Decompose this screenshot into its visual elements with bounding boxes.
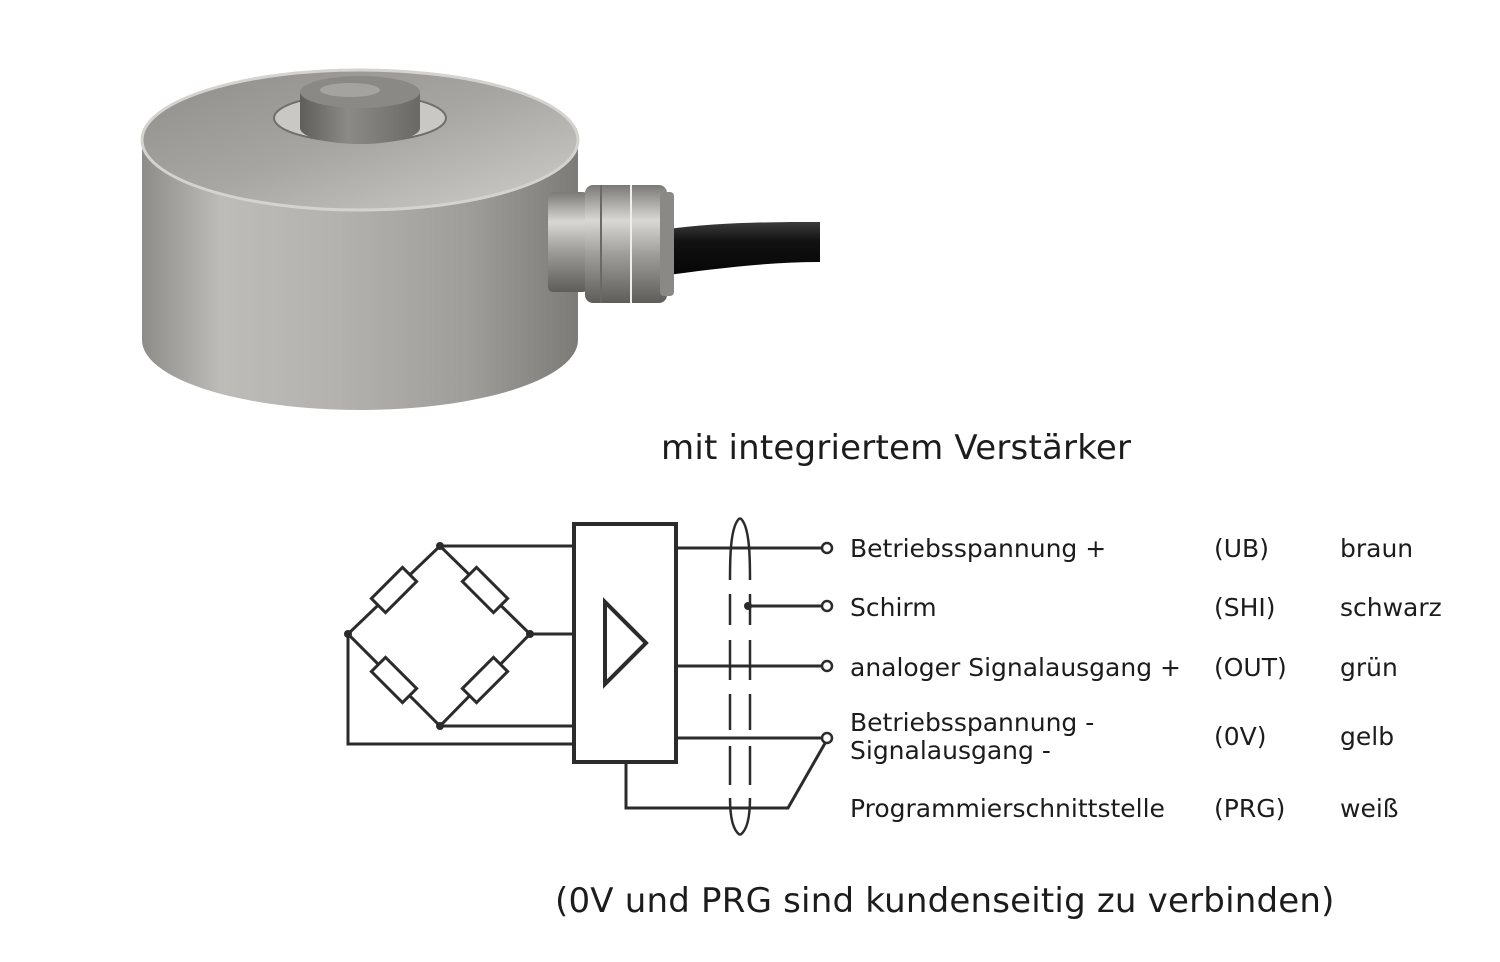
label-signal-out: analoger Signalausgang + bbox=[850, 653, 1181, 682]
bridge-diamond bbox=[345, 543, 533, 729]
node-dot bbox=[436, 542, 444, 550]
terminal-0v bbox=[820, 731, 834, 745]
node-dot bbox=[526, 630, 534, 638]
resistor-bottom-right bbox=[460, 655, 510, 705]
amplifier-triangle-icon bbox=[603, 597, 649, 689]
load-cell-photo bbox=[140, 68, 820, 410]
footnote: (0V und PRG sind kundenseitig zu verbind… bbox=[555, 881, 1335, 921]
label-color-0v: gelb bbox=[1340, 722, 1395, 751]
label-code-shi: (SHI) bbox=[1214, 593, 1276, 622]
label-signal-shi: Schirm bbox=[850, 593, 937, 622]
bridge-left-wire bbox=[346, 632, 576, 746]
label-code-ub: (UB) bbox=[1214, 534, 1269, 563]
subtitle: mit integriertem Verstärker bbox=[661, 428, 1132, 468]
label-signal-0v: Betriebsspannung - bbox=[850, 708, 1095, 737]
amplifier-box bbox=[572, 522, 678, 764]
label-signal-0v-line2: Signalausgang - bbox=[850, 736, 1051, 765]
label-color-shi: schwarz bbox=[1340, 593, 1442, 622]
label-signal-prg: Programmierschnittstelle bbox=[850, 794, 1165, 823]
label-color-out: grün bbox=[1340, 653, 1398, 682]
label-color-ub: braun bbox=[1340, 534, 1414, 563]
resistor-bottom-left bbox=[369, 655, 419, 705]
terminal-ub bbox=[820, 541, 834, 555]
resistor-top-left bbox=[369, 565, 419, 615]
wire-prg bbox=[624, 737, 830, 810]
terminal-shi bbox=[820, 599, 834, 613]
node-dot bbox=[436, 722, 444, 730]
resistor-top-right bbox=[460, 565, 510, 615]
label-color-prg: weiß bbox=[1340, 794, 1399, 823]
node-dot bbox=[344, 630, 352, 638]
label-code-prg: (PRG) bbox=[1214, 794, 1286, 823]
terminal-out bbox=[820, 659, 834, 673]
label-signal-ub: Betriebsspannung + bbox=[850, 534, 1107, 563]
label-code-out: (OUT) bbox=[1214, 653, 1287, 682]
label-code-0v: (0V) bbox=[1214, 722, 1267, 751]
